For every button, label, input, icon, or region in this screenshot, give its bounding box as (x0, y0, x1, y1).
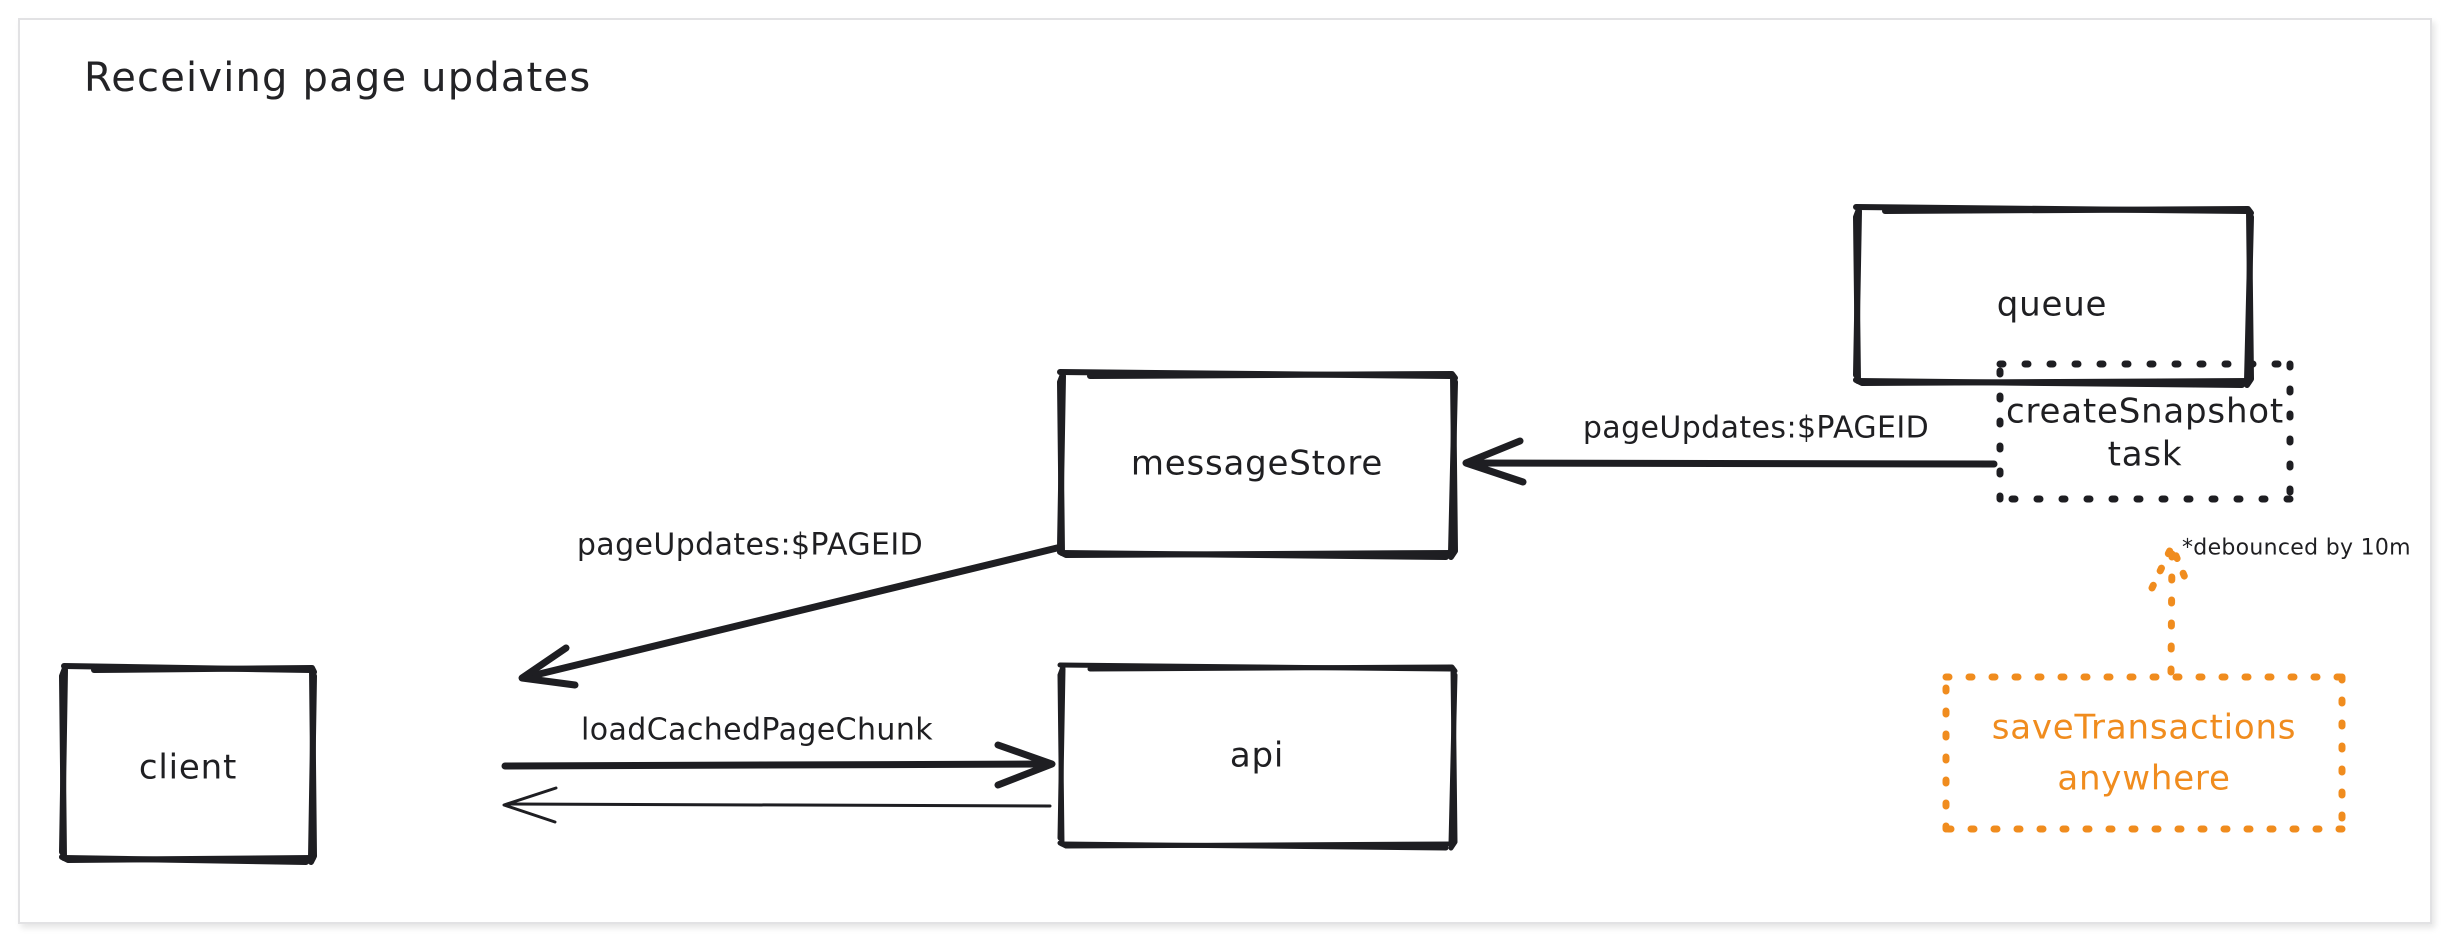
node-label-queue: queue (1996, 284, 2108, 325)
node-label-create-snapshot-line1: createSnapshot (2005, 391, 2285, 432)
node-label-message-store: messageStore (1130, 443, 1384, 484)
node-label-create-snapshot-line2: task (2107, 434, 2183, 475)
node-label-save-transactions-line2: anywhere (2057, 758, 2231, 799)
canvas-frame (18, 18, 2432, 924)
page-title: Receiving page updates (84, 55, 592, 101)
edge-label-page-updates-top: pageUpdates:$PAGEID (1582, 410, 1930, 446)
node-label-client: client (138, 747, 238, 788)
node-label-save-transactions-line1: saveTransactions (1991, 707, 2297, 748)
edge-label-load-cached-page-chunk: loadCachedPageChunk (580, 712, 934, 748)
edge-label-page-updates-left: pageUpdates:$PAGEID (576, 527, 924, 563)
node-label-api: api (1229, 735, 1285, 776)
note-debounced: *debounced by 10m (2182, 535, 2411, 561)
